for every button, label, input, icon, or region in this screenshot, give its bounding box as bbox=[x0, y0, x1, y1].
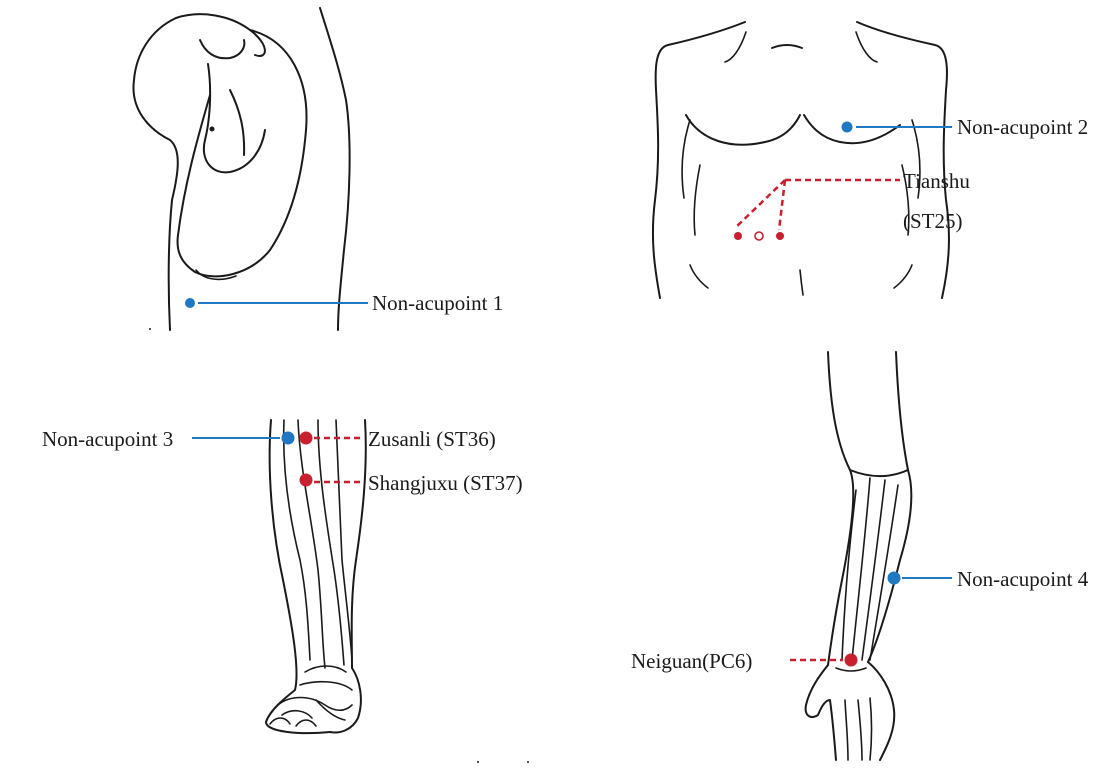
non-acupoint-1-dot bbox=[185, 298, 195, 308]
neiguan-dot bbox=[845, 654, 858, 667]
stray-mark bbox=[527, 761, 529, 763]
panel-torso-arm: Non-acupoint 1 bbox=[133, 8, 503, 330]
panel-lower-leg: Non-acupoint 3 Zusanli (ST36) Shangjuxu … bbox=[42, 420, 523, 733]
tianshu-label: Tianshu bbox=[903, 169, 970, 193]
lower-leg-outline bbox=[266, 420, 366, 733]
stray-mark bbox=[477, 761, 479, 763]
tianshu-right-dot bbox=[776, 232, 784, 240]
nipple-mark bbox=[210, 127, 215, 132]
shangjuxu-dot bbox=[300, 474, 313, 487]
zusanli-dot bbox=[300, 432, 313, 445]
navel-marker bbox=[755, 232, 763, 240]
non-acupoint-4-dot bbox=[888, 572, 901, 585]
stray-mark bbox=[149, 328, 151, 330]
chest-outline bbox=[653, 22, 949, 298]
tianshu-code-label: (ST25) bbox=[903, 209, 963, 233]
non-acupoint-3-dot bbox=[282, 432, 295, 445]
non-acupoint-4-label: Non-acupoint 4 bbox=[957, 567, 1089, 591]
non-acupoint-2-dot bbox=[842, 122, 853, 133]
zusanli-label: Zusanli (ST36) bbox=[368, 427, 496, 451]
panel-forearm: Non-acupoint 4 Neiguan(PC6) bbox=[631, 352, 1089, 760]
torso-arm-outline bbox=[133, 8, 349, 330]
non-acupoint-2-label: Non-acupoint 2 bbox=[957, 115, 1088, 139]
non-acupoint-1-label: Non-acupoint 1 bbox=[372, 291, 503, 315]
forearm-outline bbox=[806, 352, 912, 760]
panel-chest: Non-acupoint 2 Tianshu (ST25) bbox=[653, 22, 1088, 298]
non-acupoint-3-label: Non-acupoint 3 bbox=[42, 427, 173, 451]
neiguan-label: Neiguan(PC6) bbox=[631, 649, 752, 673]
tianshu-leaders bbox=[735, 180, 900, 230]
shangjuxu-label: Shangjuxu (ST37) bbox=[368, 471, 523, 495]
tianshu-left-dot bbox=[734, 232, 742, 240]
